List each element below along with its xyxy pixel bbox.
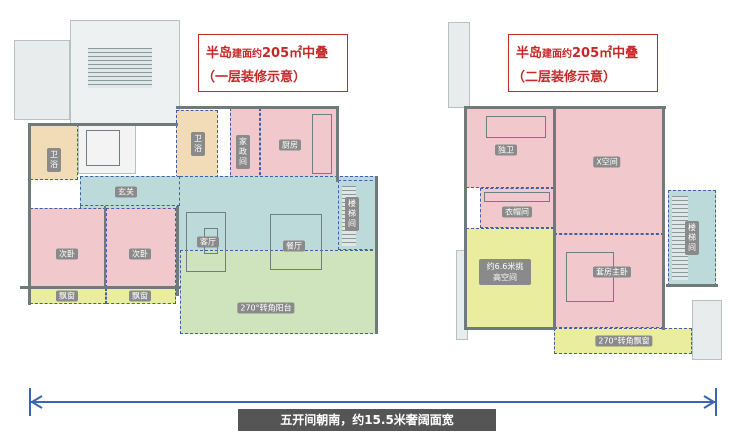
f1-title-b: 建面约 [232,49,263,60]
f1-title-a: 半岛 [206,46,233,61]
f1-label-bedroom-2: 次卧 [129,248,151,260]
f2-wall-right [662,106,665,330]
f1-dining-table [270,214,322,270]
f2-wall-bottom [464,327,556,330]
f2-vanity [486,116,546,138]
f2-label-bay: 270°转角飘窗 [595,335,653,347]
f1-label-kitchen: 厨房 [279,139,301,151]
f2-label-bathroom: 独卫 [495,144,517,156]
f1-label-bay-2: 飘窗 [129,290,151,302]
f1-label-bath-right: 卫浴 [191,132,205,156]
f1-label-balcony: 270°转角阳台 [237,302,295,314]
f2-x-space [554,108,664,234]
f2-subtitle: （二层装修示意） [512,70,617,85]
f1-wall-kitchen [336,106,339,182]
f1-title: 半岛建面约205㎡中叠 [206,42,328,61]
f2-wall-left [464,106,467,330]
f2-wall-top [464,106,666,109]
f1-sofa [186,212,226,272]
width-caption: 五开间朝南，约15.5米奢阔面宽 [238,409,496,431]
f1-subtitle: （一层装修示意） [202,70,307,85]
f1-wall-top-right [176,106,336,109]
f1-entry [80,176,180,206]
f1-core-stairs [88,48,152,88]
f1-balcony [180,250,378,334]
f1-elevator-box [86,130,120,166]
f1-wall-left [28,123,31,305]
f2-wall-mid [553,106,556,330]
f1-label-bath-left: 卫浴 [47,148,61,172]
f1-title-box [198,34,348,92]
f1-wall-top [28,123,178,126]
f2-label-closet: 衣帽间 [502,206,532,218]
f2-title-c: 205㎡中叠 [572,46,639,61]
f1-kitchen-counter [312,114,332,174]
f2-title-box [508,34,658,92]
f1-label-bay-1: 飘窗 [56,290,78,302]
f1-label-utility: 家政间 [236,135,250,169]
f2-label-high-ceiling: 约6.6米挑高空间 [479,259,531,285]
f2-title-b: 建面约 [542,49,573,60]
f1-label-dining: 餐厅 [283,240,305,252]
f1-title-c: 205㎡中叠 [262,46,329,61]
f2-bay-window [554,328,692,354]
f2-title: 半岛建面约205㎡中叠 [516,42,638,61]
f2-wall-stair-bottom [666,284,718,287]
f2-label-stair-hall: 楼梯间 [685,221,699,255]
f2-outer-structure [448,22,470,108]
f1-bedroom-2 [106,208,176,288]
f1-label-living: 客厅 [197,236,219,248]
f1-outer-structure [14,40,70,120]
f2-stair-steps [672,196,688,280]
f1-wall-mid [176,206,179,296]
f2-label-master: 套房主卧 [593,266,631,278]
f1-wall-right [375,176,378,334]
f1-wall-bedroom-split [104,206,106,288]
f2-right-structure [692,300,722,360]
f2-wardrobe [484,192,550,202]
f1-wall-bottom-left [20,286,180,289]
f1-label-entry: 玄关 [115,186,137,198]
f1-label-stair-hall: 楼梯间 [345,197,359,231]
f1-label-bedroom-1: 次卧 [56,248,78,260]
f2-title-a: 半岛 [516,46,543,61]
f2-label-x-space: X空间 [593,156,621,168]
